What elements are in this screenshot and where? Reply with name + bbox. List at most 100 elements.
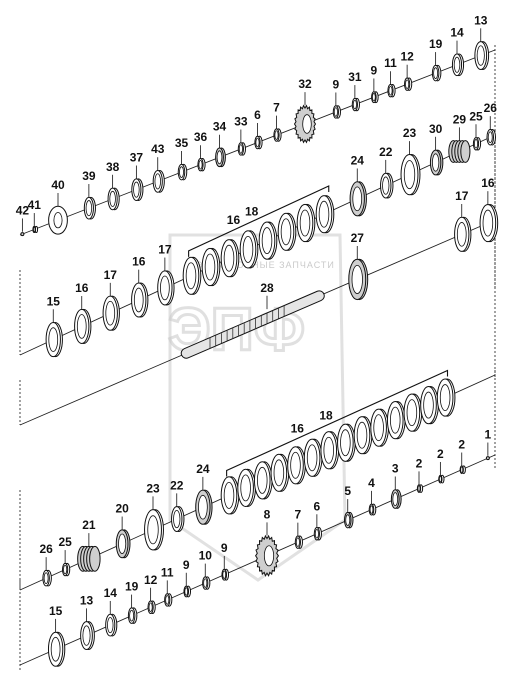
ring-bore	[290, 451, 301, 479]
part-plate-ring	[303, 438, 323, 477]
part-24-bearing	[195, 489, 213, 525]
ring-bore	[223, 244, 235, 272]
ring-bore	[318, 200, 330, 228]
part-plate-ring	[182, 256, 202, 295]
ring-bore	[261, 227, 273, 255]
callout-15: 15	[49, 604, 63, 618]
ring-bore	[372, 92, 376, 102]
callout-15: 15	[47, 294, 61, 308]
part-14-ring	[105, 613, 118, 637]
ring-bore	[473, 139, 479, 149]
ring-bore	[82, 625, 91, 646]
ring-bore	[345, 514, 351, 526]
ring-bore	[453, 56, 461, 73]
part-41-ring	[32, 225, 39, 234]
callout-35: 35	[175, 136, 189, 150]
part-16-ring	[479, 203, 499, 243]
callout-23: 23	[146, 481, 160, 495]
part-31-ring	[351, 97, 360, 112]
group-callout-18: 18	[319, 408, 333, 422]
part-11-ring	[164, 593, 173, 607]
part-2-ring	[438, 474, 445, 484]
ring-bore	[216, 150, 223, 165]
ring-bore	[242, 235, 254, 263]
ring-bore	[456, 222, 467, 247]
ring-bore	[403, 160, 416, 190]
group-callout-16: 16	[227, 213, 241, 227]
callout-38: 38	[106, 160, 120, 174]
part-plate-ring	[258, 221, 278, 260]
part-8-gear	[254, 534, 280, 577]
ring-bore	[129, 609, 135, 622]
ring-bore	[390, 406, 401, 434]
callout-17: 17	[158, 243, 172, 257]
ring-bore	[255, 137, 260, 148]
part-6-ring	[313, 527, 322, 541]
parts	[20, 41, 499, 667]
part-14-ring	[451, 53, 465, 77]
part-7-ring	[273, 128, 282, 142]
ring-bore	[154, 173, 161, 190]
shaft-body	[181, 291, 324, 358]
gear-bore	[263, 545, 275, 567]
part-17-ring	[454, 216, 472, 252]
part-15-ring	[47, 631, 66, 667]
ring-bore	[333, 107, 338, 117]
callout-9: 9	[183, 558, 190, 572]
callout-9: 9	[333, 77, 340, 91]
part-23-ring	[400, 153, 421, 196]
ring-bore	[33, 226, 36, 233]
pin-shape	[485, 456, 490, 461]
callout-2: 2	[437, 447, 444, 461]
callout-22: 22	[379, 145, 393, 159]
part-9-ring	[332, 105, 341, 119]
callout-33: 33	[234, 114, 248, 128]
part-24-bearing	[349, 181, 367, 217]
ring-bore	[179, 166, 184, 178]
part-11-ring	[387, 84, 396, 98]
part-plate-ring	[403, 393, 423, 432]
part-43-ring	[152, 170, 165, 193]
part-2-ring	[416, 484, 424, 493]
callout-34: 34	[213, 120, 227, 134]
callout-20: 20	[115, 502, 129, 516]
part-12-ring	[147, 600, 156, 614]
ring-bore	[184, 587, 189, 596]
callout-7: 7	[295, 508, 302, 522]
callout-31: 31	[348, 70, 362, 84]
ring-bore	[392, 492, 399, 507]
ring-bore	[476, 45, 485, 66]
ring-bore	[185, 262, 197, 290]
ring-bore	[482, 209, 494, 237]
ring-bore	[423, 391, 434, 419]
callout-2: 2	[458, 438, 465, 452]
callout-7: 7	[273, 101, 280, 115]
callout-11: 11	[161, 565, 174, 579]
part-16-ring	[74, 308, 92, 344]
ring-bore	[352, 186, 363, 212]
ring-bore	[173, 509, 181, 529]
spring-coil	[460, 140, 471, 163]
part-25-ring	[472, 137, 482, 151]
part-37-ring	[131, 178, 144, 202]
group-brace	[188, 185, 330, 257]
ring-bore	[133, 181, 140, 198]
part-29-spring	[448, 140, 471, 163]
part-32-gear	[293, 104, 317, 144]
ring-bore	[323, 436, 334, 464]
callout-4: 4	[368, 476, 375, 490]
ring-bore	[306, 444, 318, 472]
part-7-ring	[294, 535, 303, 549]
callout-13: 13	[80, 593, 94, 607]
ring-bore	[295, 537, 300, 547]
callout-19: 19	[429, 37, 443, 51]
callout-9: 9	[371, 63, 378, 77]
callout-32: 32	[298, 77, 312, 91]
part-plate-ring	[287, 446, 306, 485]
ring-bore	[118, 533, 127, 554]
callout-25: 25	[469, 109, 483, 123]
part-33-ring	[237, 142, 246, 156]
